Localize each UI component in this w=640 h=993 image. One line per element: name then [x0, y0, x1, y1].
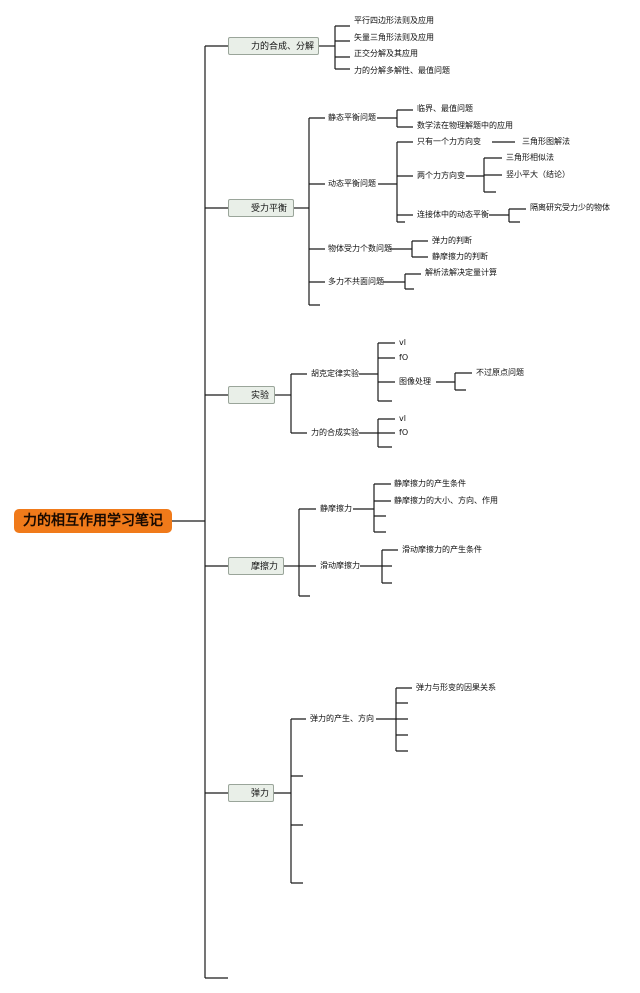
node-graph-processing[interactable]: 图像处理	[399, 377, 431, 386]
leaf-static-friction-judgement[interactable]: 静摩擦力的判断	[432, 252, 488, 261]
subtopic-sliding-friction[interactable]: 滑动摩擦力	[320, 561, 360, 570]
subtopic-hooke-experiment[interactable]: 胡克定律实验	[311, 369, 359, 378]
topic-label: 实验	[251, 391, 270, 401]
subtopic-dynamic-balance[interactable]: 动态平衡问题	[328, 179, 376, 188]
leaf-hooke-fo[interactable]: fO	[399, 353, 409, 362]
leaf-elastic-deformation[interactable]: 弹力与形变的因果关系	[416, 683, 496, 692]
leaf-isolate-object[interactable]: 隔离研究受力少的物体	[530, 203, 610, 212]
topic-force-composition[interactable]: 力的合成、分解	[228, 37, 319, 55]
leaf-orthogonal-decomposition[interactable]: 正交分解及其应用	[354, 49, 418, 58]
topic-label: 力的合成、分解	[251, 42, 315, 52]
node-one-force-changes[interactable]: 只有一个力方向变	[417, 137, 481, 146]
leaf-elastic-judgement[interactable]: 弹力的判断	[432, 236, 472, 245]
topic-equilibrium[interactable]: 受力平衡	[228, 199, 294, 217]
leaf-triangle-rule[interactable]: 矢量三角形法则及应用	[354, 33, 434, 42]
topic-elastic-force[interactable]: 弹力	[228, 784, 274, 802]
subtopic-non-concurrent[interactable]: 多力不共面问题	[328, 277, 384, 286]
leaf-conclusion[interactable]: 竖小平大（结论）	[506, 170, 570, 179]
subtopic-static-balance[interactable]: 静态平衡问题	[328, 113, 376, 122]
subtopic-static-friction[interactable]: 静摩擦力	[320, 504, 352, 513]
leaf-critical-extrema[interactable]: 临界、最值问题	[417, 104, 473, 113]
leaf-composition-fo[interactable]: fO	[399, 428, 409, 437]
leaf-not-through-origin[interactable]: 不过原点问题	[476, 368, 524, 377]
leaf-analytic-method[interactable]: 解析法解决定量计算	[425, 268, 497, 277]
root-node[interactable]: 力的相互作用学习笔记	[14, 509, 172, 533]
topic-label: 摩擦力	[251, 562, 279, 572]
leaf-sliding-friction-conditions[interactable]: 滑动摩擦力的产生条件	[402, 545, 482, 554]
leaf-static-friction-magnitude[interactable]: 静摩擦力的大小、方向、作用	[394, 496, 498, 505]
leaf-decomposition-extrema[interactable]: 力的分解多解性、最值问题	[354, 66, 450, 75]
leaf-hooke-vl[interactable]: vl	[399, 338, 406, 347]
subtopic-composition-experiment[interactable]: 力的合成实验	[311, 428, 359, 437]
leaf-static-friction-conditions[interactable]: 静摩擦力的产生条件	[394, 479, 466, 488]
leaf-math-method[interactable]: 数学法在物理解题中的应用	[417, 121, 513, 130]
topic-experiment[interactable]: 实验	[228, 386, 275, 404]
leaf-similar-triangles[interactable]: 三角形相似法	[506, 153, 554, 162]
topic-label: 弹力	[251, 789, 270, 799]
topic-label: 受力平衡	[251, 204, 288, 214]
node-connected-bodies[interactable]: 连接体中的动态平衡	[417, 210, 489, 219]
leaf-triangle-graphic[interactable]: 三角形图解法	[522, 137, 570, 146]
subtopic-elastic-generation[interactable]: 弹力的产生、方向	[310, 714, 374, 723]
leaf-parallelogram-rule[interactable]: 平行四边形法则及应用	[354, 16, 434, 25]
leaf-composition-vl[interactable]: vl	[399, 414, 406, 423]
node-two-forces-change[interactable]: 两个力方向变	[417, 171, 465, 180]
subtopic-force-count[interactable]: 物体受力个数问题	[328, 244, 392, 253]
topic-friction[interactable]: 摩擦力	[228, 557, 284, 575]
